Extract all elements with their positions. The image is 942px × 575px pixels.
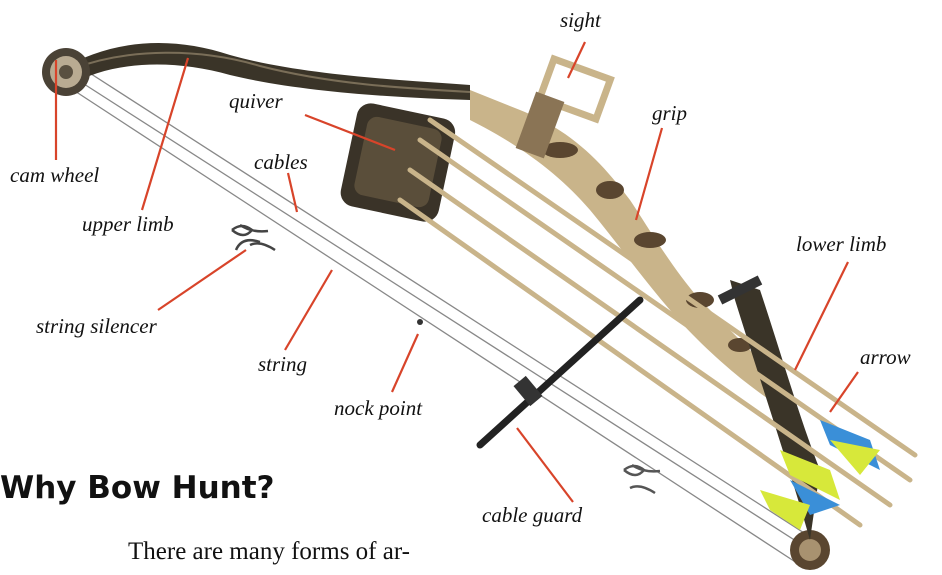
arrow-fletching	[760, 420, 880, 530]
label-grip: grip	[652, 101, 687, 126]
label-cables: cables	[254, 150, 308, 175]
cable-guard	[480, 300, 640, 445]
nock-point	[417, 319, 423, 325]
label-lower-limb: lower limb	[796, 232, 886, 257]
cam-wheel	[42, 48, 90, 96]
string-silencer-upper	[232, 225, 275, 250]
label-upper-limb: upper limb	[82, 212, 174, 237]
label-nock-point: nock point	[334, 396, 422, 421]
quiver	[338, 101, 458, 224]
label-cam-wheel: cam wheel	[10, 163, 99, 188]
label-quiver: quiver	[229, 89, 283, 114]
label-sight: sight	[560, 8, 601, 33]
section-heading: Why Bow Hunt?	[0, 470, 275, 506]
label-string-silencer: string silencer	[36, 314, 157, 339]
body-paragraph: There are many forms of ar-	[128, 538, 410, 566]
label-cable-guard: cable guard	[482, 503, 582, 528]
label-arrow: arrow	[860, 345, 911, 370]
label-string: string	[258, 352, 307, 377]
leader-lines	[56, 42, 858, 502]
